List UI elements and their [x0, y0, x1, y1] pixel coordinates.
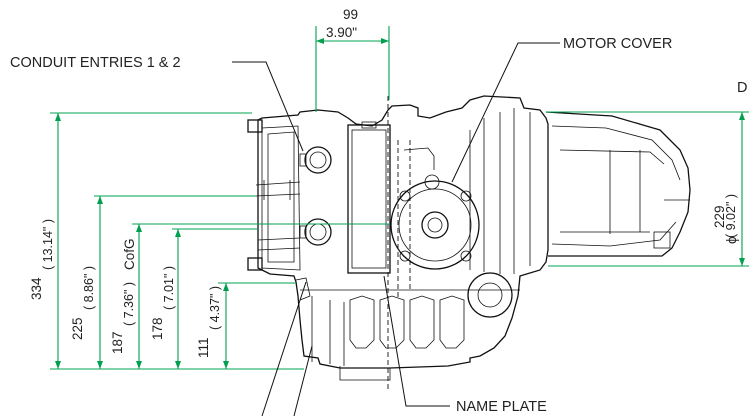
dim-187-mm: 187	[110, 331, 125, 354]
label-cofg: CofG	[122, 238, 137, 270]
label-edge-letter: D	[737, 80, 747, 96]
dim-111-mm: 111	[196, 337, 211, 358]
dimension-text: 99 3.90" 334 ( 13.14" ) 225 ( 8.86" ) 18…	[29, 7, 739, 358]
label-motor-cover: MOTOR COVER	[563, 36, 672, 52]
dim-178-in: ( 7.01" )	[162, 266, 176, 310]
dim-229-mm: 229	[712, 205, 727, 228]
label-name-plate: NAME PLATE	[456, 399, 547, 415]
dim-334-mm: 334	[29, 277, 44, 300]
leader-lines	[232, 42, 560, 417]
dim-334-in: ( 13.14" )	[41, 219, 55, 270]
dim-111-in: ( 4.37" )	[208, 286, 222, 330]
dim-dia-symbol: ϕ	[724, 236, 739, 244]
dim-178-mm: 178	[150, 317, 165, 340]
callouts: CONDUIT ENTRIES 1 & 2 MOTOR COVER NAME P…	[10, 36, 747, 415]
dim-99-mm: 99	[343, 7, 358, 22]
dim-99-in: 3.90"	[326, 25, 357, 40]
dim-229-in: ( 9.02" )	[724, 194, 738, 238]
label-conduit-entries: CONDUIT ENTRIES 1 & 2	[10, 55, 181, 71]
dim-225-in: ( 8.86" )	[82, 266, 96, 310]
dim-187-in: ( 7.36" )	[122, 282, 136, 326]
dimension-lines	[50, 26, 749, 370]
dim-225-mm: 225	[70, 317, 85, 340]
actuator-outline	[247, 95, 691, 392]
